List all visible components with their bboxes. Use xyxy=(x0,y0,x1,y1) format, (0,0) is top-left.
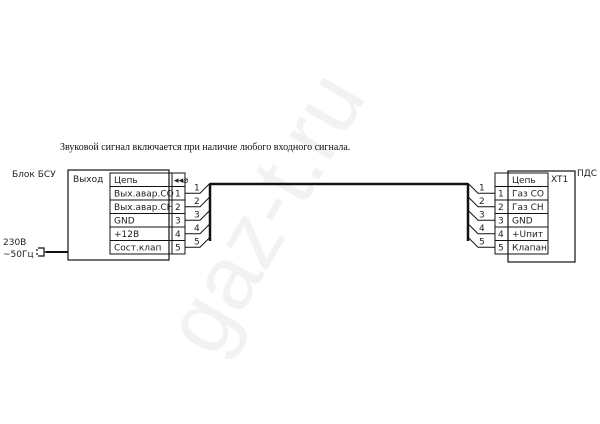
right-terminal-label: Газ СН xyxy=(512,203,544,213)
left-wire-number: 3 xyxy=(194,210,200,220)
left-terminal-label: Сост.клап xyxy=(114,244,162,254)
left-wire xyxy=(185,236,211,248)
right-terminal-label: +Uпит xyxy=(512,230,543,240)
right-wire-number: 1 xyxy=(479,183,485,193)
connector-label: XT1 xyxy=(551,175,568,185)
left-wire-number: 2 xyxy=(194,197,200,207)
right-terminal-number: 2 xyxy=(498,203,504,213)
right-wire-number: 2 xyxy=(479,197,485,207)
left-block-title: Блок БСУ xyxy=(12,170,56,180)
right-terminal-number: 5 xyxy=(498,244,504,254)
right-terminal-label: GND xyxy=(512,217,533,227)
right-wire xyxy=(467,196,495,208)
left-terminal-number: 4 xyxy=(175,230,181,240)
power-frequency: ~50Гц xyxy=(3,250,34,260)
left-terminal-label: Вых.авар.СО xyxy=(114,190,174,200)
left-terminal-label: Вых.авар.СН xyxy=(114,203,173,213)
diagram-note: Звуковой сигнал включается при наличие л… xyxy=(60,142,350,153)
power-voltage: 230В xyxy=(3,238,26,248)
left-terminal-label: +12В xyxy=(114,230,139,240)
right-terminal-number: 1 xyxy=(498,190,504,200)
watermark: gaz-t.ru xyxy=(146,56,385,370)
right-wire xyxy=(467,182,495,194)
left-wire xyxy=(185,209,211,221)
left-wire xyxy=(185,223,211,235)
right-wire xyxy=(467,223,495,235)
right-wire-number: 4 xyxy=(479,224,485,234)
power-plug-icon xyxy=(36,247,68,257)
left-wire-number: 4 xyxy=(194,224,200,234)
left-wire-number: 1 xyxy=(194,183,200,193)
right-wire-number: 3 xyxy=(479,210,485,220)
left-block-section: Выход xyxy=(73,175,103,185)
left-terminal-number: 1 xyxy=(175,190,181,200)
left-wire xyxy=(185,196,211,208)
left-terminal-number: 5 xyxy=(175,244,181,254)
left-wire xyxy=(185,182,211,194)
left-block-frame xyxy=(67,169,170,261)
cable-bundle xyxy=(208,182,470,241)
right-terminal-number: 4 xyxy=(498,230,504,240)
right-wire-number: 5 xyxy=(479,237,485,247)
right-table-header: Цепь xyxy=(512,176,536,186)
right-terminal-number: 3 xyxy=(498,217,504,227)
shield-ground-icon: ◂◂⌀ xyxy=(174,176,189,186)
left-terminal-label: GND xyxy=(114,217,135,227)
right-terminal-label: Газ СО xyxy=(512,190,544,200)
left-terminal-number: 3 xyxy=(175,217,181,227)
left-wire-number: 5 xyxy=(194,237,200,247)
right-terminal-label: Клапан xyxy=(512,244,547,254)
wires: 1 1 2 2 3 3 4 4 5 5 xyxy=(185,182,495,248)
left-table-header: Цепь xyxy=(114,176,138,186)
left-terminal-number: 2 xyxy=(175,203,181,213)
right-block-title: ПДС xyxy=(577,169,597,179)
right-wire xyxy=(467,209,495,221)
right-wire xyxy=(467,236,495,248)
